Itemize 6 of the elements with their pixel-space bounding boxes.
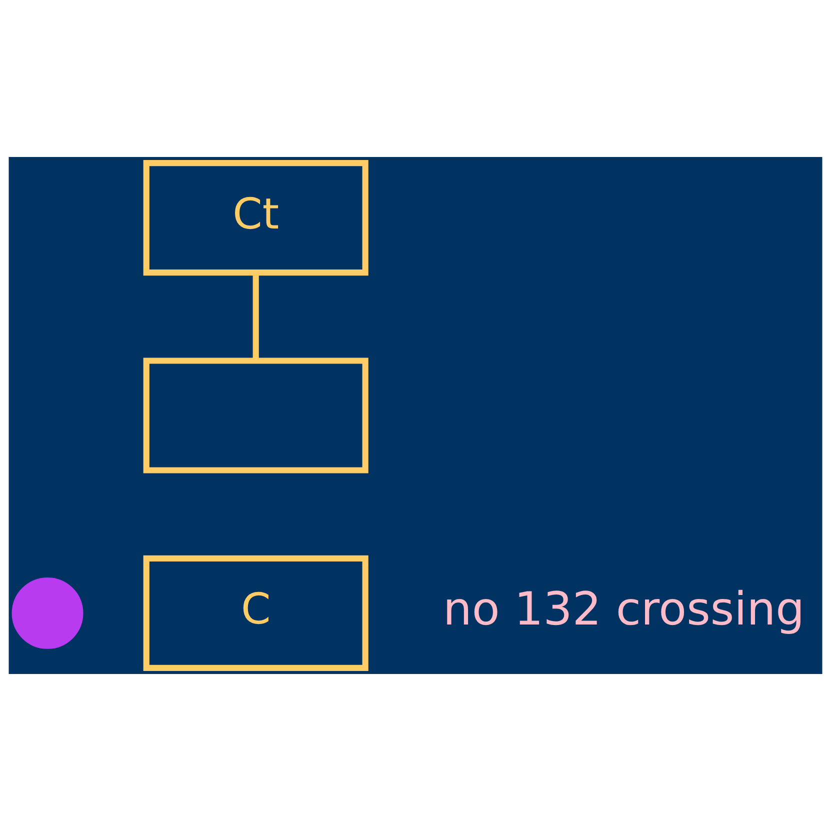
label: no 132 crossing [442, 582, 805, 636]
node-box: Ct [143, 160, 368, 276]
node-circle [12, 576, 84, 648]
node-box: C [143, 554, 368, 670]
connector [252, 272, 259, 360]
node-box [143, 357, 368, 473]
